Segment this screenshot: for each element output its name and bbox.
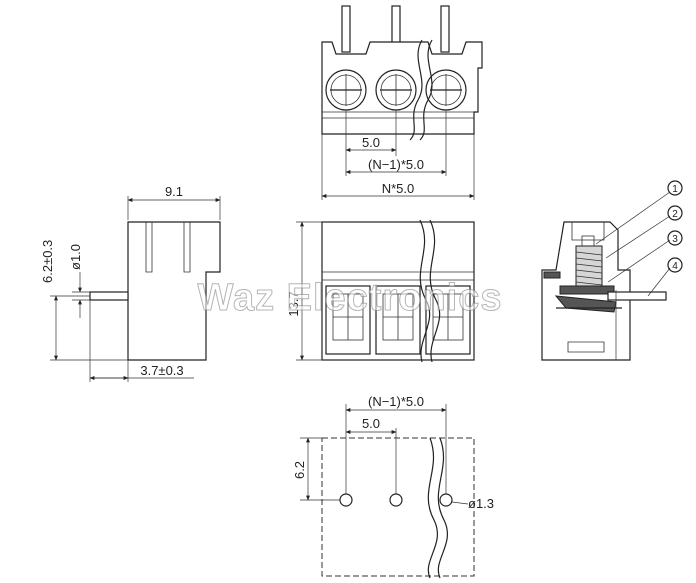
callout-1: 1	[672, 184, 678, 195]
wire-opening	[375, 285, 421, 355]
height-label: 13.7	[286, 291, 301, 316]
screw-head	[325, 69, 367, 111]
top-view: 5.0 (N−1)*5.0 N*5.0	[321, 5, 483, 200]
callout-3: 3	[672, 234, 678, 245]
watermark-text: Waz Electronics	[197, 277, 502, 319]
side-view: 9.1 6.2±0.3 ø1.0 3.7±0.3	[40, 184, 221, 382]
wire-opening	[325, 285, 371, 355]
footprint-span-label: (N−1)*5.0	[368, 394, 424, 409]
pin-diameter-label: ø1.0	[68, 244, 83, 270]
callout-4: 4	[672, 261, 678, 272]
row-offset-label: 6.2	[292, 461, 307, 479]
depth-label: 9.1	[165, 184, 183, 199]
pin-height-label: 6.2±0.3	[40, 240, 55, 283]
hole-diameter-label: ø1.3	[468, 496, 494, 511]
pin-length-label: 3.7±0.3	[140, 363, 183, 378]
wire-opening	[425, 285, 471, 355]
front-view: 13.7	[286, 219, 475, 363]
callout-2: 2	[672, 209, 678, 220]
footprint-view: (N−1)*5.0 5.0 6.2 ø1.3	[292, 394, 494, 579]
section-view: 1 2 3 4	[541, 180, 683, 361]
span-label: (N−1)*5.0	[368, 157, 424, 172]
pitch-label: 5.0	[362, 135, 380, 150]
footprint-pitch-label: 5.0	[362, 416, 380, 431]
screw-head	[375, 69, 417, 111]
overall-length-label: N*5.0	[382, 181, 415, 196]
